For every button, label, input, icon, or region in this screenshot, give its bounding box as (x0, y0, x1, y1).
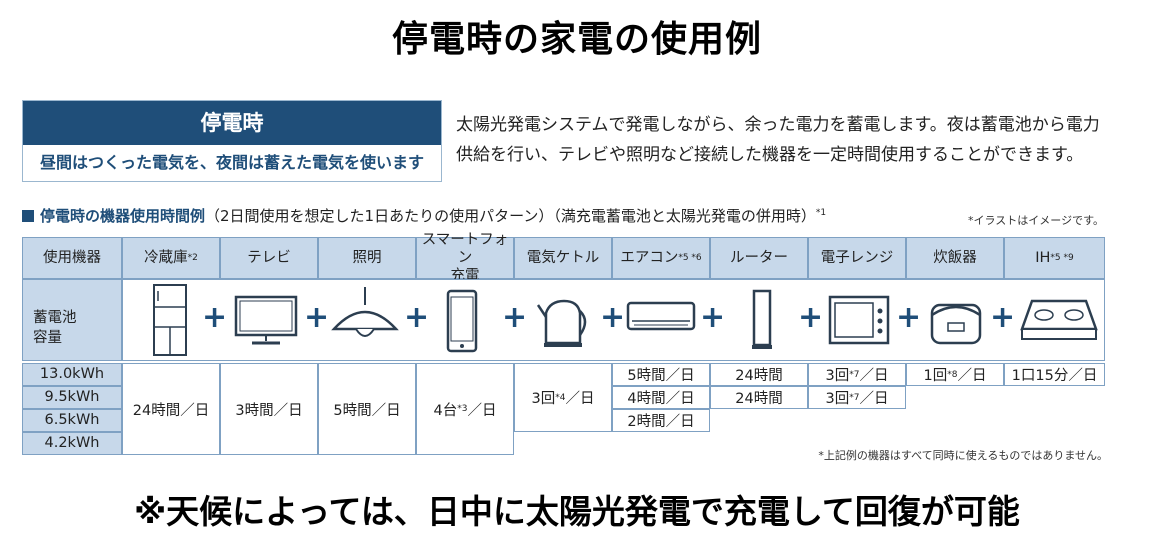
value-text: 3回 (531, 391, 556, 407)
value-text: ／日 (467, 402, 497, 419)
capacity-label-line-1: 蓄電池 (33, 310, 77, 326)
header-text: ルーター (730, 250, 788, 266)
value-microwave-13kwh: 3回*7／日 (808, 363, 906, 386)
header-text: IH (1035, 250, 1051, 266)
section-detail: （2日間使用を想定した1日あたりの使用パターン）（満充電蓄電池と太陽光発電の併用… (205, 207, 816, 225)
smartphone-icon (446, 289, 478, 353)
header-text: 電子レンジ (820, 250, 894, 266)
capacity-6-5kwh: 6.5kWh (22, 409, 122, 432)
value-text: ／日 (565, 391, 595, 407)
capacity-label: 蓄電池 容量 (22, 279, 122, 361)
refrigerator-icon (153, 284, 187, 356)
section-note-mark: *1 (815, 208, 827, 218)
router-icon (752, 289, 772, 349)
square-bullet-icon (22, 210, 34, 222)
description-line-1: 太陽光発電システムで発電しながら、余った電力を蓄電します。夜は蓄電池から電力 (456, 115, 1100, 135)
header-kettle: 電気ケトル (514, 237, 612, 279)
kettle-icon (536, 299, 587, 347)
value-tv: 3時間／日 (220, 363, 318, 455)
header-ih: IH*5 *9 (1004, 237, 1105, 279)
outage-mode-box: 停電時 昼間はつくった電気を、夜間は蓄えた電気を使います (22, 100, 442, 182)
value-phone: 4台*3／日 (416, 363, 514, 455)
value-text: 1回 (923, 368, 948, 384)
plus-icon: + (404, 300, 430, 335)
header-text: エアコン (620, 250, 679, 266)
value-mark: *7 (849, 392, 860, 403)
header-text: テレビ (247, 250, 291, 266)
value-text: 3回 (825, 368, 850, 384)
illustration-note: *イラストはイメージです。 (968, 214, 1104, 227)
value-rice-cooker: 1回*8／日 (906, 363, 1004, 386)
value-ac-9-5kwh: 4時間／日 (612, 386, 710, 409)
value-microwave-9-5kwh: 3回*7／日 (808, 386, 906, 409)
header-mark: *2 (187, 253, 198, 263)
header-mark: *5 *6 (678, 253, 702, 263)
value-kettle: 3回*4／日 (514, 363, 612, 432)
value-text: 3回 (825, 391, 850, 407)
value-router-9-5kwh: 24時間 (710, 386, 808, 409)
section-title: 停電時の機器使用時間例 (40, 207, 206, 225)
capacity-13kwh: 13.0kWh (22, 363, 122, 386)
header-fridge: 冷蔵庫*2 (122, 237, 220, 279)
value-ac-6-5kwh: 2時間／日 (612, 409, 710, 432)
value-text: ／日 (859, 391, 889, 407)
header-tv: テレビ (220, 237, 318, 279)
value-mark: *4 (555, 392, 566, 403)
plus-icon: + (304, 300, 330, 335)
value-router-13kwh: 24時間 (710, 363, 808, 386)
value-text: ／日 (957, 368, 987, 384)
description-line-2: 供給を行い、テレビや照明など接続した機器を一定時間使用することができます。 (456, 145, 1084, 165)
value-text: 4台 (433, 402, 458, 419)
header-text: 照明 (352, 250, 382, 266)
capacity-label-line-2: 容量 (33, 330, 62, 346)
header-phone: スマートフォン充電 (416, 232, 514, 284)
header-microwave: 電子レンジ (808, 237, 906, 279)
header-text: スマートフォン (421, 232, 509, 266)
section-heading: 停電時の機器使用時間例（2日間使用を想定した1日あたりの使用パターン）（満充電蓄… (22, 205, 826, 226)
plus-icon: + (896, 300, 922, 335)
plus-icon: + (798, 300, 824, 335)
table-footnote: *上記例の機器はすべて同時に使えるものではありません。 (818, 449, 1108, 462)
value-mark: *7 (849, 369, 860, 380)
plus-icon: + (700, 300, 726, 335)
header-text: 冷蔵庫 (144, 250, 188, 266)
bottom-note: ※天候によっては、日中に太陽光発電で充電して回復が可能 (134, 492, 1020, 531)
value-fridge: 24時間／日 (122, 363, 220, 455)
plus-icon: + (502, 300, 528, 335)
value-ac-13kwh: 5時間／日 (612, 363, 710, 386)
header-light: 照明 (318, 237, 416, 279)
plus-icon: + (600, 300, 626, 335)
plus-icon: + (202, 300, 228, 335)
outage-mode-label: 停電時 (23, 101, 441, 145)
value-text: ／日 (859, 368, 889, 384)
tv-icon (234, 295, 298, 345)
page-title: 停電時の家電の使用例 (391, 19, 762, 60)
description: 太陽光発電システムで発電しながら、余った電力を蓄電します。夜は蓄電池から電力 供… (456, 110, 1136, 170)
plus-icon: + (990, 300, 1016, 335)
microwave-icon (828, 295, 890, 345)
capacity-9-5kwh: 9.5kWh (22, 386, 122, 409)
value-mark: *3 (457, 404, 468, 414)
corner-label-text: 使用機器 (43, 250, 101, 266)
capacity-4-2kwh: 4.2kWh (22, 432, 122, 455)
ih-cooktop-icon (1020, 299, 1098, 340)
header-ac: エアコン*5 *6 (612, 237, 710, 279)
rice-cooker-icon (930, 303, 982, 345)
value-light: 5時間／日 (318, 363, 416, 455)
lamp-icon (331, 287, 399, 337)
air-conditioner-icon (626, 301, 696, 331)
value-mark: *8 (947, 369, 958, 380)
header-text: 炊飯器 (933, 250, 977, 266)
header-rice-cooker: 炊飯器 (906, 237, 1004, 279)
header-mark: *5 *9 (1050, 253, 1074, 263)
header-text: 電気ケトル (526, 250, 600, 266)
outage-mode-subtitle: 昼間はつくった電気を、夜間は蓄えた電気を使います (23, 145, 441, 181)
header-router: ルーター (710, 237, 808, 279)
value-ih: 1口15分／日 (1004, 363, 1105, 386)
corner-label: 使用機器 (22, 237, 122, 279)
